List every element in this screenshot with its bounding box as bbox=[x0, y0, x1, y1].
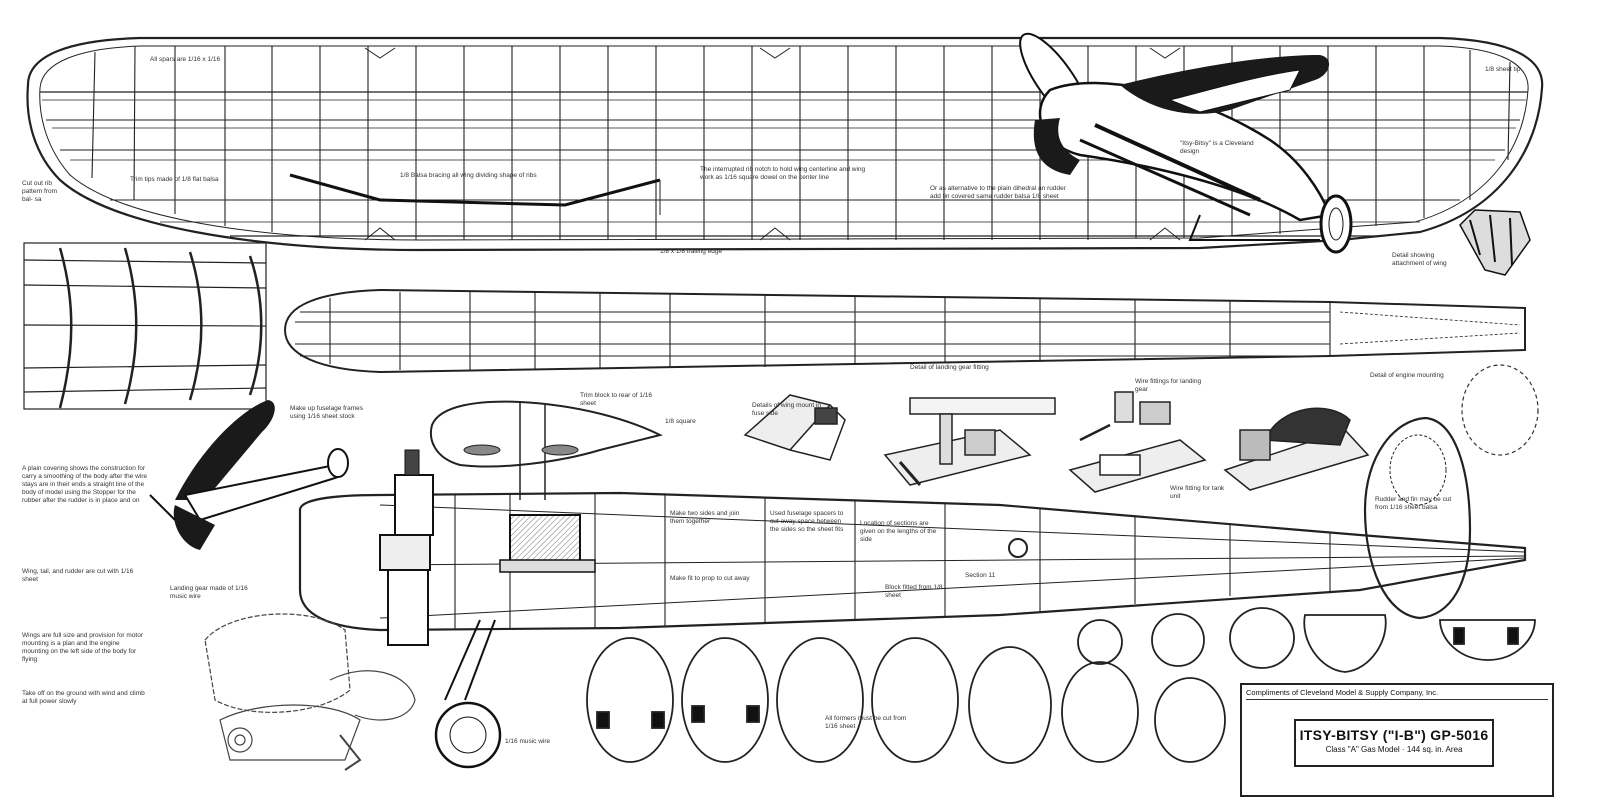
note-drawing-caption: "Itsy-Bitsy" is a Cleveland design bbox=[1180, 140, 1254, 155]
rudder-rib-detail bbox=[1461, 364, 1539, 456]
note-fuselage-1: Make two sides and join them together bbox=[670, 510, 740, 525]
note-engine-mount: Detail of engine mounting bbox=[1370, 372, 1444, 379]
aircraft-illustration-top bbox=[1019, 32, 1353, 254]
note-fuselage-2: Used fuselage spacers to cut away space … bbox=[770, 510, 844, 533]
engine-mount-detail bbox=[1223, 407, 1370, 491]
note-tank-fitting: Wire fitting for tank unit bbox=[1170, 485, 1225, 500]
aircraft-illustration-left bbox=[149, 400, 349, 550]
title-block-company: Compliments of Cleveland Model & Supply … bbox=[1246, 688, 1548, 700]
instructions-column-2: Wing, tail, and rudder are cut with 1/16… bbox=[22, 568, 134, 583]
wing-clip-detail bbox=[1459, 209, 1531, 276]
note-gear-label: 1/16 music wire bbox=[505, 738, 551, 745]
rudder-fin bbox=[1363, 416, 1472, 620]
instructions-column-3: Wings are full size and provision for mo… bbox=[22, 632, 144, 663]
note-fuselage-frames: Make up fuselage frames using 1/16 sheet… bbox=[290, 405, 363, 420]
landing-gear-side bbox=[434, 619, 502, 769]
note-wing-tips: Trim tips made of 1/8 flat balsa bbox=[130, 176, 219, 183]
note-cabin-label: 1/8 square bbox=[665, 418, 696, 425]
note-fuselage-5: Section 11 bbox=[965, 572, 996, 579]
wing-mount-detail bbox=[743, 394, 846, 461]
engine-illustration bbox=[379, 449, 596, 646]
note-wing-clip: Detail showing attachment of wing bbox=[1392, 252, 1447, 267]
title-box: ITSY-BITSY ("I-B") GP-5016 Class "A" Gas… bbox=[1294, 719, 1494, 767]
note-wing-center: The interrupted rib notch to hold wing c… bbox=[700, 166, 866, 181]
landing-gear-detail bbox=[883, 397, 1056, 486]
fuselage-formers bbox=[586, 607, 1536, 764]
note-wing-mount: Details of wing mount in fuse side bbox=[752, 402, 822, 417]
plan-title: ITSY-BITSY ("I-B") GP-5016 bbox=[1299, 727, 1489, 743]
note-tip-sheet: 1/8 sheet tip bbox=[1485, 66, 1521, 73]
instructions-column-4: Take off on the ground with wind and cli… bbox=[22, 690, 145, 705]
note-formers: All formers must be cut from 1/16 sheet bbox=[825, 715, 907, 730]
note-rudder: Rudder and fin may be cut from 1/16 shee… bbox=[1375, 496, 1452, 511]
note-wing-bend: 1/8 Balsa bracing all wing dividing shap… bbox=[400, 172, 537, 179]
dihedral-bend-diagram bbox=[289, 173, 661, 207]
note-fuselage-4: Block fitted from 1/8 sheet bbox=[885, 584, 943, 599]
note-wing-spars: All spars are 1/16 x 1/16 bbox=[150, 56, 221, 63]
note-left-margin: Cut out rib pattern from bal- sa bbox=[22, 180, 58, 203]
note-fuselage-3: Location of sections are given on the le… bbox=[860, 520, 937, 543]
stabilizer-plan bbox=[283, 288, 1526, 374]
tank-fitting-detail bbox=[1068, 391, 1207, 493]
title-block: Compliments of Cleveland Model & Supply … bbox=[1240, 683, 1554, 797]
note-landing-gear-wire: Landing gear made of 1/16 music wire bbox=[170, 585, 248, 600]
note-trailing-edge: 1/8 x 1/8 trailing edge bbox=[660, 248, 723, 255]
cowling-detail bbox=[204, 613, 416, 771]
cabin-side-view bbox=[430, 400, 663, 500]
rib-panel-left bbox=[23, 242, 267, 410]
note-landing-fitting: Detail of landing gear fitting bbox=[910, 364, 989, 371]
note-cabin-top: Trim block to rear of 1/16 sheet bbox=[580, 392, 653, 407]
plan-subtitle: Class "A" Gas Model · 144 sq. in. Area bbox=[1325, 745, 1463, 754]
note-fuselage-6: Make fit to prop to cut away bbox=[670, 575, 750, 582]
note-gear-fitting: Wire fittings for landing gear bbox=[1135, 378, 1202, 393]
instructions-column-1: A plain covering shows the construction … bbox=[22, 465, 148, 504]
fuselage-side-view bbox=[298, 491, 1527, 632]
note-wing-alt: Or as alternative to the plain dihedral … bbox=[930, 185, 1066, 200]
